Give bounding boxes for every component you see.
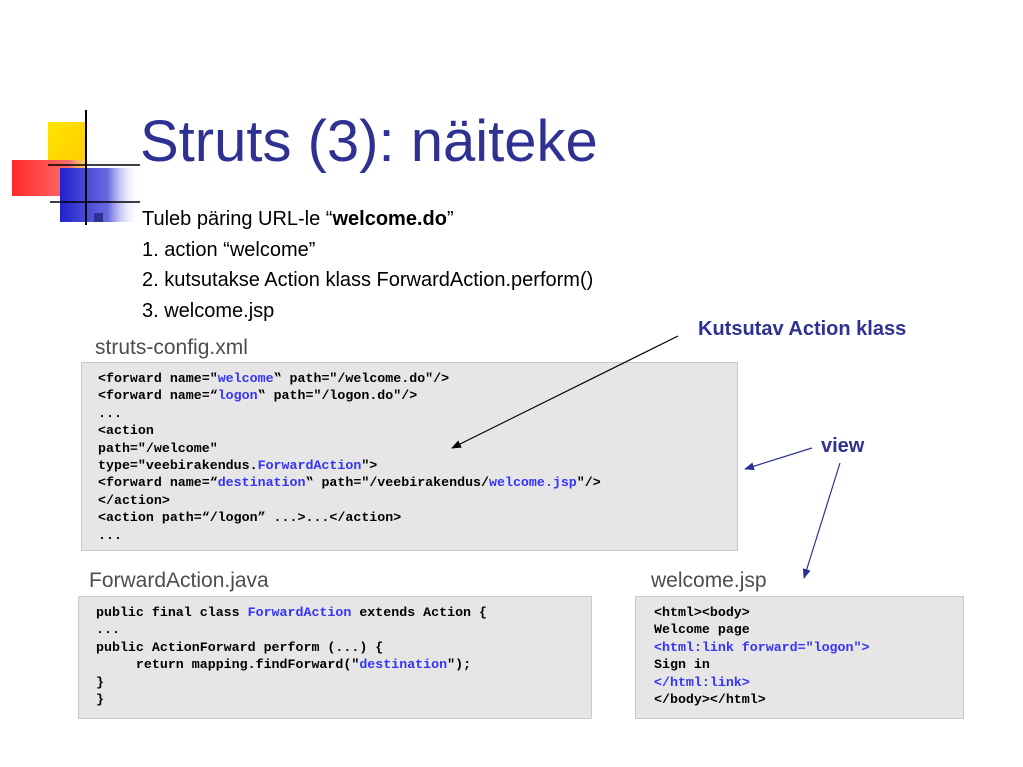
- code-line: <action: [98, 423, 154, 439]
- bullet-line-1-prefix: Tuleb päring URL-le “: [142, 208, 333, 230]
- code-text: public final class: [96, 605, 248, 620]
- code-text: ‟ path="/veebirakendus/: [305, 475, 490, 491]
- slide-title: Struts (3): näiteke: [140, 109, 598, 174]
- bullet-line-2: 1. action “welcome”: [142, 238, 316, 261]
- code-line: type="veebirakendus.ForwardAction">: [98, 457, 737, 474]
- code-text: ");: [447, 657, 472, 673]
- code-line: }: [96, 692, 104, 708]
- code-line: <forward name="welcome‟ path="/welcome.d…: [98, 370, 737, 387]
- code-line: ...: [98, 527, 122, 543]
- bullet-line-1: Tuleb päring URL-le “welcome.do”: [142, 204, 593, 235]
- code-text: ‟ path="/logon.do"/>: [257, 388, 418, 404]
- code-line: </action>: [98, 492, 170, 508]
- code-text: return mapping.findForward(": [96, 657, 360, 673]
- code-line: <forward name=“destination‟ path="/veebi…: [98, 474, 737, 491]
- struts-config-code: <forward name="welcome‟ path="/welcome.d…: [81, 362, 738, 551]
- code-highlight: destination: [359, 657, 448, 673]
- arrow-view-to-jsp: [802, 462, 841, 579]
- code-text: <forward name=": [98, 371, 218, 386]
- welcome-jsp-label: welcome.jsp: [651, 569, 767, 592]
- callout-action-class: Kutsutav Action klass: [698, 318, 907, 340]
- code-highlight: ForwardAction: [247, 605, 352, 620]
- code-text: ‟ path="/welcome.do"/>: [273, 371, 450, 386]
- code-line: }: [96, 674, 104, 690]
- code-highlight: ForwardAction: [257, 458, 362, 474]
- code-highlight: welcome.jsp: [489, 475, 577, 491]
- code-text: ">: [361, 458, 378, 474]
- code-line: public ActionForward perform (...) {: [96, 639, 384, 655]
- slide-logo-decoration: [12, 110, 140, 225]
- code-line: public final class ForwardAction extends…: [96, 604, 591, 621]
- welcome-jsp-code: <html><body> Welcome page<html:link forwa…: [635, 596, 964, 719]
- code-line-highlight: <html:link forward="logon">: [654, 639, 870, 655]
- bullet-list: Tuleb päring URL-le “welcome.do” 1. acti…: [142, 204, 593, 326]
- arrow-view-to-config: [744, 447, 813, 471]
- code-highlight: destination: [217, 475, 306, 491]
- code-highlight: welcome: [217, 371, 274, 386]
- callout-view: view: [821, 435, 865, 457]
- code-line: <action path=“/logon” ...>...</action>: [98, 510, 402, 526]
- code-line: return mapping.findForward("destination"…: [96, 656, 591, 673]
- bullet-marker: [94, 213, 103, 222]
- code-line: </body></html>: [654, 692, 766, 708]
- code-line: <html><body>: [654, 605, 750, 620]
- code-highlight: logon: [217, 388, 258, 404]
- code-line: Welcome page: [654, 622, 750, 638]
- code-line: <forward name=“logon‟ path="/logon.do"/>: [98, 387, 737, 404]
- code-text: <forward name=“: [98, 388, 218, 404]
- struts-config-label: struts-config.xml: [95, 336, 248, 359]
- forward-action-label: ForwardAction.java: [89, 569, 269, 592]
- bullet-line-1-suffix: ”: [446, 208, 454, 230]
- code-text: <forward name=“: [98, 475, 218, 491]
- bullet-line-1-url: welcome.do: [332, 208, 447, 230]
- bullet-line-4: 3. welcome.jsp: [142, 299, 275, 322]
- code-text: extends Action {: [351, 605, 487, 620]
- code-text: type="veebirakendus.: [98, 458, 258, 474]
- code-line: ...: [98, 405, 122, 421]
- code-line-highlight: </html:link>: [654, 674, 750, 690]
- code-line: path="/welcome": [98, 440, 218, 456]
- forward-action-code: public final class ForwardAction extends…: [78, 596, 592, 719]
- bullet-line-3: 2. kutsutakse Action klass ForwardAction…: [142, 269, 594, 291]
- code-line: Sign in: [654, 657, 710, 673]
- code-line: ...: [96, 622, 120, 638]
- code-text: "/>: [576, 475, 601, 491]
